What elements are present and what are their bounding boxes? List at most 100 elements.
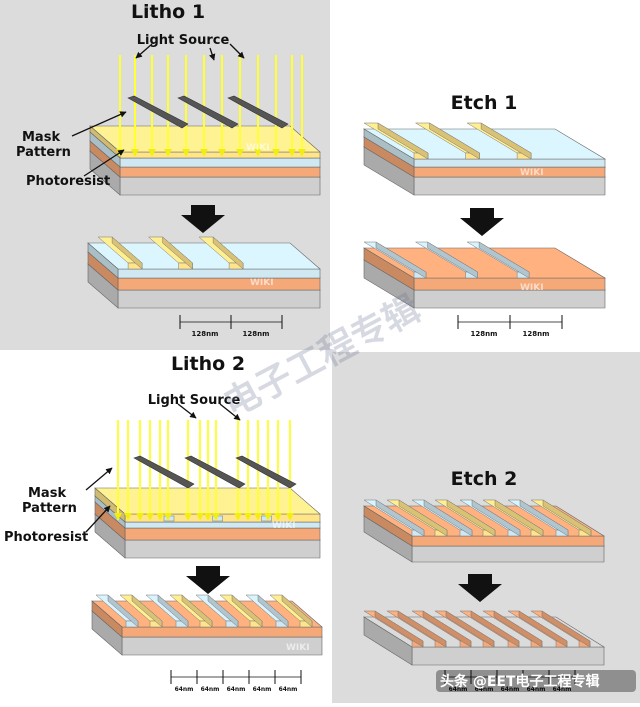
litho2-mask-bar-2 (235, 455, 297, 489)
etch2-wafer-layer-0-front (411, 545, 605, 563)
etch2-result-layer-0-side (363, 616, 413, 666)
litho1-mask-label-line1: Mask (22, 130, 60, 145)
wiki-watermark-1: WIKI (250, 278, 274, 288)
etch1-dim-1: 128nm (471, 330, 498, 338)
footer-watermark: 头条 @EET电子工程专辑 (440, 673, 600, 690)
etch1-wafer-layer-1-front (413, 166, 606, 178)
litho1-resist-line-0-side (111, 236, 143, 270)
litho2-mask-callout (85, 467, 113, 491)
etch1-wafer-layer-2-front (413, 158, 606, 168)
etch1-oxide-line-2-side (478, 241, 530, 279)
litho2-photoresist-callout (85, 505, 111, 533)
litho1-photoresist-callout (83, 149, 125, 177)
litho1-wafer-layer-2-front (119, 157, 321, 168)
litho1-light-source-label: Light Source (137, 33, 230, 48)
litho1-result-layer-1-front (117, 277, 321, 291)
etch2-line-5-0-side (494, 499, 544, 537)
etch2-hardmask-line-0-side (374, 610, 424, 648)
litho2-result-layer-1-side (91, 600, 123, 638)
etch1-resist-line-0-side (377, 122, 429, 160)
etch2-line-7-0-side (542, 499, 592, 537)
etch2-hardmask-line-4-side (470, 610, 520, 648)
etch2-hardmask-line-2-side (422, 610, 472, 648)
etch2-wafer-layer-1-front (411, 535, 605, 547)
etch1-resist-line-2-side (480, 122, 532, 160)
etch2-dim-3: 64nm (501, 686, 520, 693)
etch2-hardmask-line-3-side (445, 610, 495, 648)
litho2-mask-bar-1 (184, 455, 246, 489)
etch1-result-layer-1-front (413, 277, 606, 291)
litho1-mask-callout (71, 111, 127, 137)
etch2-line-1-0-side (398, 499, 448, 537)
etch1-wafer-layer-0-front (413, 176, 606, 196)
litho2-dim-1: 64nm (175, 686, 194, 693)
litho1-mask-bar-0 (127, 95, 189, 129)
etch2-line-2-0-side (423, 499, 473, 537)
wiki-watermark-5: WIKI (286, 643, 310, 653)
litho1-source-arrow-mid (209, 47, 216, 61)
litho1-dim-1: 128nm (192, 330, 219, 338)
litho2-line-0-0-side (107, 594, 139, 628)
litho2-dim-2: 64nm (201, 686, 220, 693)
etch2-title: Etch 2 (451, 468, 518, 490)
litho2-photoresist-label: Photoresist (4, 530, 88, 545)
litho2-line-7-0-side (281, 594, 313, 628)
litho2-step-arrow (186, 566, 230, 594)
etch1-title: Etch 1 (451, 92, 518, 114)
etch1-oxide-line-1-side (427, 241, 478, 279)
litho2-dim-5: 64nm (279, 686, 298, 693)
litho1-photoresist-label: Photoresist (26, 174, 110, 189)
etch1-result-layer-1-side (363, 247, 415, 291)
etch2-dim-2: 64nm (475, 686, 494, 693)
litho1-wafer-layer-0-front (119, 176, 321, 196)
wiki-watermark-2: WIKI (520, 168, 544, 178)
wiki-watermark-3: WIKI (520, 283, 544, 293)
etch2-hardmask-line-6-side (518, 610, 568, 648)
etch2-dim-4: 64nm (527, 686, 546, 693)
litho1-result-layer-0-front (117, 289, 321, 309)
etch2-line-6-0-side (519, 499, 569, 537)
footer-watermark-bg (436, 670, 636, 692)
litho2-mask-label-line1: Mask (28, 486, 66, 501)
litho1-result-layer-2-side (87, 242, 119, 279)
etch2-dim-1: 64nm (449, 686, 468, 693)
etch2-step-arrow (458, 574, 502, 602)
etch2-line-4-0-side (471, 499, 521, 537)
litho2-line-4-0-side (207, 594, 239, 628)
litho1-mask-label-line2: Pattern (16, 145, 71, 160)
litho1-source-arrow-right (229, 43, 245, 59)
litho1-resist-line-2-side (212, 236, 244, 270)
litho2-line-3-0-side (181, 594, 213, 628)
etch2-hardmask-line-1-side (397, 610, 447, 648)
litho1-result-layer-2-front (117, 268, 321, 279)
litho2-line-5-0-side (231, 594, 263, 628)
litho2-dim-3: 64nm (227, 686, 246, 693)
etch1-resist-line-1-side (429, 122, 480, 160)
etch2-result-layer-0-front (411, 646, 605, 666)
litho2-title: Litho 2 (171, 353, 245, 375)
litho1-resist-front (119, 151, 321, 159)
litho2-dim-4: 64nm (253, 686, 272, 693)
litho2-wafer-layer-0-front (124, 539, 321, 559)
etch2-wafer-layer-1-side (363, 505, 413, 547)
litho1-resist-line-1-side (162, 236, 193, 270)
litho2-mask-bar-0 (133, 455, 195, 489)
litho2-line-2-0-side (157, 594, 189, 628)
litho1-title: Litho 1 (131, 1, 205, 23)
etch2-line-0-0-side (375, 499, 425, 537)
litho2-light-source-label: Light Source (148, 393, 241, 408)
etch1-oxide-line-0-side (375, 241, 427, 279)
etch1-dim-2: 128nm (523, 330, 550, 338)
etch1-result-layer-0-front (413, 289, 606, 309)
litho2-mask-label-line2: Pattern (22, 501, 77, 516)
litho1-wafer-layer-1-front (119, 166, 321, 178)
litho2-line-1-0-side (131, 594, 163, 628)
litho2-result-layer-1-front (121, 626, 323, 638)
litho1-dim-2: 128nm (243, 330, 270, 338)
litho2-embedded-line-1 (212, 515, 223, 522)
litho1-step-arrow (181, 205, 225, 233)
wiki-watermark-4: WIKI (272, 521, 296, 531)
etch2-line-3-0-side (446, 499, 496, 537)
litho2-embedded-line-2 (261, 515, 272, 522)
